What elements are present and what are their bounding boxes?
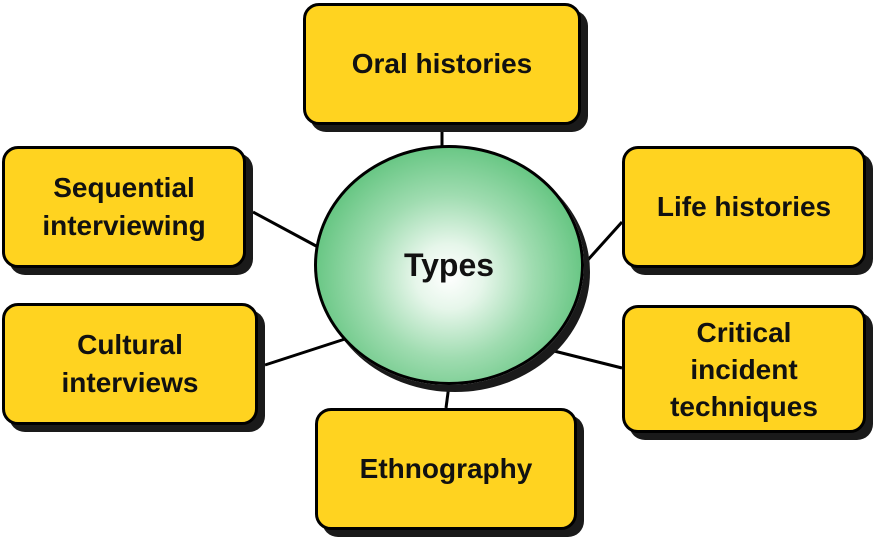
node-label-line: Ethnography xyxy=(359,453,533,484)
connector-life xyxy=(584,220,624,264)
node-label-line: interviewing xyxy=(42,210,206,241)
center-node-types: Types xyxy=(314,145,584,385)
node-critical-incident-techniques: Critical incident techniques xyxy=(622,305,866,433)
node-label-line: Life histories xyxy=(656,191,832,222)
node-oral-histories: Oral histories xyxy=(303,3,581,125)
node-life-histories: Life histories xyxy=(622,146,866,268)
connector-ethno xyxy=(444,384,451,409)
connector-critical xyxy=(549,348,623,370)
connector-sequential xyxy=(252,210,319,249)
node-label-line: Critical xyxy=(696,316,792,348)
node-ethnography: Ethnography xyxy=(315,408,577,530)
node-cultural-interviews: Cultural interviews xyxy=(2,303,258,425)
node-label-line: Cultural xyxy=(77,329,183,360)
node-label-line: Sequential xyxy=(53,172,195,203)
node-label-line: Oral histories xyxy=(351,48,533,79)
node-label-line: incident xyxy=(690,353,798,385)
node-label-line: interviews xyxy=(61,367,199,398)
connector-cultural xyxy=(264,337,346,367)
center-node-label: Types xyxy=(403,246,495,283)
node-label-line: techniques xyxy=(670,390,818,422)
node-sequential-interviewing: Sequential interviewing xyxy=(2,146,246,268)
